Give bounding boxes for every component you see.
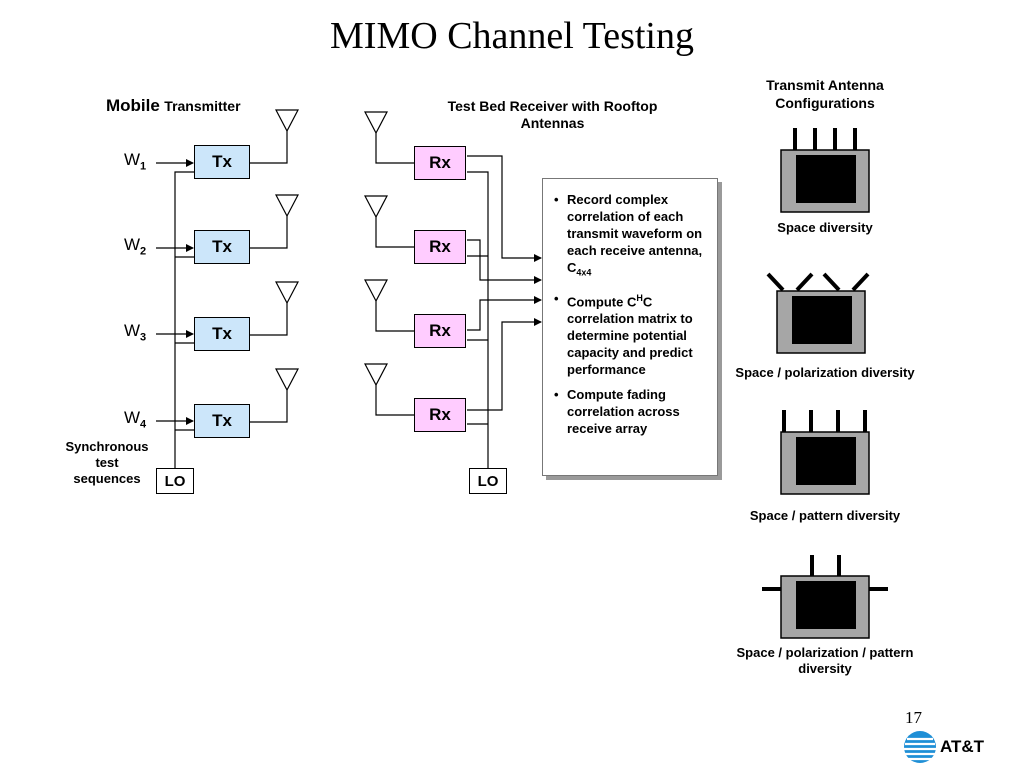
config-caption-1: Space diversity (777, 220, 873, 235)
input-label-w4: W4 (124, 408, 147, 431)
rx-antenna-icon (364, 111, 414, 164)
tx-box-2: Tx (194, 230, 250, 264)
rx-antenna-icon (364, 195, 414, 248)
device-vertical-antennas-icon (780, 410, 870, 495)
page-number: 17 (905, 708, 922, 727)
tx-lo-box: LO (156, 468, 194, 494)
rx-box-2: Rx (414, 230, 466, 264)
tx-antenna-icon (249, 109, 299, 164)
device-vertical-antennas-icon (780, 128, 870, 213)
processing-notes-box: Record complex correlation of each trans… (542, 178, 718, 476)
configurations-heading: Transmit Antenna Configurations (766, 77, 884, 111)
receiver-heading: Test Bed Receiver with Rooftop Antennas (447, 98, 658, 131)
rx-lo-box: LO (469, 468, 507, 494)
logo-text: AT&T (940, 737, 985, 756)
config-caption-4: Space / polarization / pattern diversity (736, 645, 914, 676)
att-logo: AT&T (903, 730, 993, 764)
slide-title: MIMO Channel Testing (330, 15, 694, 57)
device-slanted-antennas-icon (766, 272, 870, 354)
tx-box-4: Tx (194, 404, 250, 438)
tx-antenna-icon (249, 281, 299, 336)
tx-box-1: Tx (194, 145, 250, 179)
sync-sequences-label: Synchronous test sequences (65, 439, 149, 486)
transmitter-heading: Mobile Transmitter (106, 96, 241, 116)
tx-antenna-icon (249, 368, 299, 423)
config-caption-2: Space / polarization diversity (735, 365, 915, 380)
transmitter-heading-rest: Transmitter (164, 98, 241, 114)
rx-antenna-icon (364, 279, 414, 332)
transmitter-heading-bold: Mobile (106, 96, 160, 115)
rx-antenna-icon (364, 363, 414, 416)
input-label-w1: W1 (124, 150, 147, 173)
input-label-w3: W3 (124, 321, 147, 344)
config-caption-3: Space / pattern diversity (749, 508, 901, 523)
note-bullet-1: Record complex correlation of each trans… (554, 191, 709, 282)
tx-box-3: Tx (194, 317, 250, 351)
note-bullet-2: Compute CHC correlation matrix to determ… (554, 290, 709, 378)
device-mixed-antennas-icon (762, 555, 888, 639)
rx-box-1: Rx (414, 146, 466, 180)
input-label-w2: W2 (124, 235, 147, 258)
note-bullet-3: Compute fading correlation across receiv… (554, 386, 709, 437)
rx-box-4: Rx (414, 398, 466, 432)
rx-box-3: Rx (414, 314, 466, 348)
globe-icon (904, 731, 936, 763)
tx-antenna-icon (249, 194, 299, 249)
